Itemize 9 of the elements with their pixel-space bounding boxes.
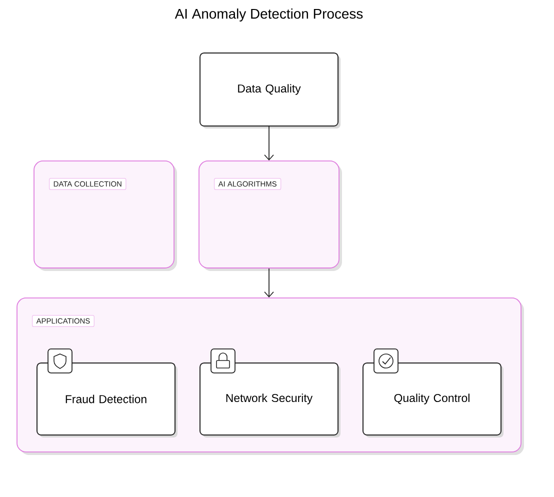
arrow (264, 126, 274, 161)
arrow (264, 268, 274, 298)
process-box: Network Security (200, 362, 340, 438)
process-box: Data Quality (200, 52, 340, 128)
process-box: Fraud Detection (36, 362, 178, 438)
title: AI Anomaly Detection Process (174, 8, 363, 22)
process-box: Quality Control (362, 362, 504, 438)
group-panel (34, 160, 177, 271)
group-panel (198, 160, 342, 271)
